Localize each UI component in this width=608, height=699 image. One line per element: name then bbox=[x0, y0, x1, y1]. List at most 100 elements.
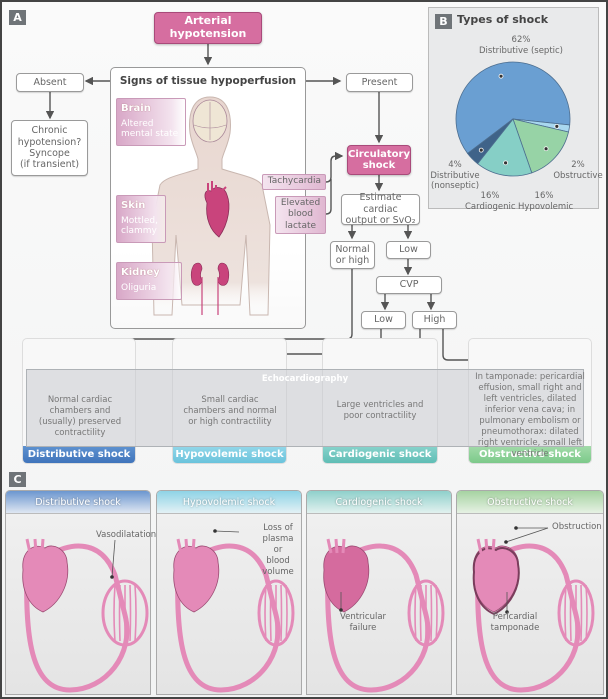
cvp-high-box: High bbox=[412, 311, 457, 329]
pie-label-nonseptic-name: Distributive (nonseptic) bbox=[430, 170, 480, 192]
chronic-line-3: Syncope bbox=[29, 148, 70, 159]
great-vessel bbox=[491, 538, 496, 554]
organ-kidney-name: Kidney bbox=[121, 267, 160, 278]
cvp-low-box: Low bbox=[361, 311, 406, 329]
capillary bbox=[414, 584, 417, 642]
capillary bbox=[280, 584, 283, 642]
annotation-dot bbox=[514, 526, 518, 530]
annotation-leader bbox=[505, 527, 549, 543]
echo-finding-cardiogenic: Large ventricles and poor contractility bbox=[336, 400, 424, 422]
body-figure bbox=[151, 96, 271, 316]
pie-chart bbox=[455, 61, 571, 177]
organ-brain-name: Brain bbox=[121, 103, 151, 114]
echo-finding-hypovolemic: Small cardiac chambers and normal or hig… bbox=[183, 395, 277, 428]
annotation-dot bbox=[504, 540, 508, 544]
circulation-hypovolemic bbox=[173, 538, 295, 693]
lactate-line-3: lactate bbox=[284, 220, 317, 231]
pie-label-obstructive-value: 2% bbox=[571, 160, 585, 170]
capillary-bed bbox=[101, 579, 149, 647]
pie-label-septic-name: Distributive (septic) bbox=[478, 45, 564, 56]
pie-marker-obstructive bbox=[554, 123, 560, 129]
annotation-vasodilatation: Vasodilatation bbox=[96, 530, 157, 540]
annotation-loss-line-2: plasma or bbox=[262, 534, 294, 556]
annotation-loss-of-volume: Loss of plasma or blood volume bbox=[258, 523, 298, 578]
pie-marker-septic bbox=[498, 73, 504, 79]
annotation-loss-line-4: volume bbox=[262, 567, 294, 578]
panel-label-a: A bbox=[9, 10, 26, 25]
pie-label-nonseptic: 4% Distributive (nonseptic) bbox=[430, 160, 480, 192]
great-vessel bbox=[33, 538, 38, 554]
organ-brain-box: Brain Altered mental state bbox=[116, 98, 186, 146]
patho-title-obstructive: Obstructive shock bbox=[457, 491, 603, 514]
heart-icon bbox=[173, 545, 220, 613]
pie-label-cardiogenic-value: 16% bbox=[480, 191, 500, 201]
capillary bbox=[129, 584, 132, 642]
circulation-distributive bbox=[22, 538, 149, 693]
annotation-loss-line-3: blood bbox=[266, 556, 290, 567]
pie-label-septic: 62% Distributive (septic) bbox=[466, 35, 576, 56]
shock-footer-obstructive: Obstructive shock bbox=[469, 446, 591, 463]
great-vessel bbox=[484, 538, 489, 554]
kidney-icon bbox=[190, 262, 230, 315]
pie-label-hypovolemic-name: Hypovolemic bbox=[518, 201, 574, 212]
great-vessel bbox=[341, 538, 346, 554]
capillary bbox=[569, 584, 572, 642]
vessel-loop bbox=[24, 543, 130, 693]
annotation-dot bbox=[505, 610, 509, 614]
signs-title: Signs of tissue hypoperfusion bbox=[119, 75, 297, 87]
vessel-loop bbox=[175, 543, 281, 693]
lactate-box: Elevated blood lactate bbox=[275, 196, 326, 234]
low-output-box: Low bbox=[386, 241, 431, 259]
pie-label-hypovolemic-value: 16% bbox=[534, 191, 554, 201]
capillary bbox=[134, 584, 137, 642]
heart-icon bbox=[323, 545, 370, 613]
shock-footer-cardiogenic: Cardiogenic shock bbox=[323, 446, 437, 463]
pie-label-cardiogenic: 16% Cardiogenic bbox=[465, 191, 516, 212]
circulatory-line-1: Circulatory bbox=[347, 148, 411, 160]
annotation-obstruction: Obstruction bbox=[552, 522, 602, 532]
capillary bbox=[285, 584, 288, 642]
patho-title-cardiogenic: Cardiogenic shock bbox=[307, 491, 451, 514]
capillary bbox=[419, 584, 422, 642]
lactate-line-2: blood bbox=[288, 209, 313, 220]
great-vessel bbox=[326, 538, 333, 554]
estimate-line-1: Estimate cardiac bbox=[359, 192, 402, 215]
cvp-box: CVP bbox=[376, 276, 442, 294]
pie-slice-septic bbox=[455, 61, 571, 155]
organ-skin-box: Skin Mottled, clammy bbox=[116, 195, 166, 243]
capillary bbox=[435, 584, 438, 642]
pie-marker-nonseptic bbox=[478, 147, 484, 153]
capillary-bed bbox=[557, 579, 595, 647]
pie-marker-cardiogenic bbox=[503, 160, 509, 166]
normal-line-1: Normal bbox=[335, 243, 370, 255]
capillary bbox=[269, 584, 272, 642]
vessel-loop bbox=[475, 543, 581, 693]
capillary bbox=[264, 584, 267, 642]
present-box: Present bbox=[346, 73, 413, 92]
pie-label-obstructive-name: Obstructive bbox=[553, 170, 603, 181]
lactate-line-1: Elevated bbox=[280, 198, 321, 209]
shock-footer-hypovolemic: Hypovolemic shock bbox=[173, 446, 286, 463]
arterial-hypotension-box: Arterial hypotension bbox=[154, 12, 262, 44]
circulation-obstructive bbox=[472, 538, 595, 693]
capillary bbox=[585, 584, 588, 642]
great-vessel bbox=[184, 538, 189, 554]
pie-label-obstructive: 2% Obstructive bbox=[553, 160, 603, 181]
chronic-line-1: Chronic bbox=[31, 125, 68, 137]
estimate-output-box: Estimate cardiac output or SvO₂ bbox=[341, 192, 420, 227]
chronic-line-4: (if transient) bbox=[19, 159, 80, 171]
annotation-dot bbox=[110, 575, 114, 579]
annotation-vf-line-2: failure bbox=[349, 623, 377, 634]
pie-marker-hypovolemic bbox=[543, 146, 549, 152]
chronic-hypotension-box: Chronic hypotension? Syncope (if transie… bbox=[11, 120, 88, 176]
capillary bbox=[113, 584, 116, 642]
circulation-cardiogenic bbox=[323, 538, 445, 693]
capillary bbox=[580, 584, 583, 642]
chronic-line-2: hypotension? bbox=[17, 136, 82, 148]
capillary-bed bbox=[407, 579, 445, 647]
pie-slice-cardiogenic bbox=[477, 118, 533, 177]
pie-label-septic-value: 62% bbox=[511, 35, 531, 45]
estimate-line-2: output or SvO₂ bbox=[345, 215, 416, 227]
normal-or-high-box: Normal or high bbox=[330, 241, 375, 269]
